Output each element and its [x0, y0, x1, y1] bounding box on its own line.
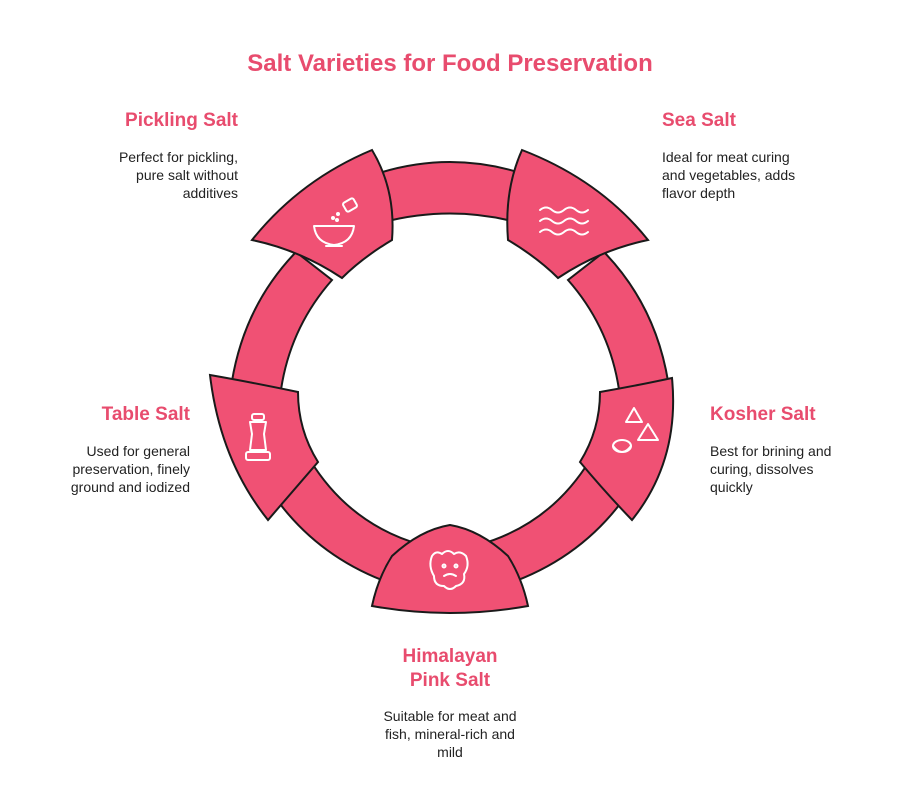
diagram-title: Salt Varieties for Food Preservation	[247, 50, 653, 77]
segment-table-salt	[208, 373, 320, 522]
connector-table-pickling	[228, 250, 334, 399]
kosher-salt-title: Kosher Salt	[710, 404, 816, 425]
sea-salt-description: Ideal for meat curing and vegetables, ad…	[662, 149, 796, 201]
connector-sea-kosher	[566, 250, 672, 399]
waves-icon	[539, 206, 589, 236]
connector-pickling-sea	[374, 161, 526, 224]
salt-crystals-icon	[612, 407, 659, 453]
himalayan-pink-salt-description: Suitable for meat and fish, mineral-rich…	[383, 708, 517, 760]
segment-pickling-salt	[250, 148, 394, 280]
ring-connectors	[228, 161, 672, 592]
kosher-salt-description: Best for brining and curing, dissolves q…	[710, 443, 832, 495]
salt-shaker-bowl-icon	[313, 197, 358, 247]
himalayan-pink-salt-title: Himalayan Pink Salt	[402, 646, 498, 691]
pickling-salt-title: Pickling Salt	[125, 110, 238, 131]
segment-himalayan-pink-salt	[370, 523, 530, 614]
pepper-mill-icon	[245, 413, 271, 461]
pink-salt-rock-icon	[429, 550, 469, 590]
segment-kosher-salt	[578, 376, 675, 522]
table-salt-description: Used for general preservation, finely gr…	[70, 443, 190, 495]
pickling-salt-description: Perfect for pickling, pure salt without …	[118, 149, 238, 201]
sea-salt-title: Sea Salt	[662, 110, 736, 131]
table-salt-title: Table Salt	[101, 404, 190, 425]
segment-sea-salt	[506, 148, 650, 280]
